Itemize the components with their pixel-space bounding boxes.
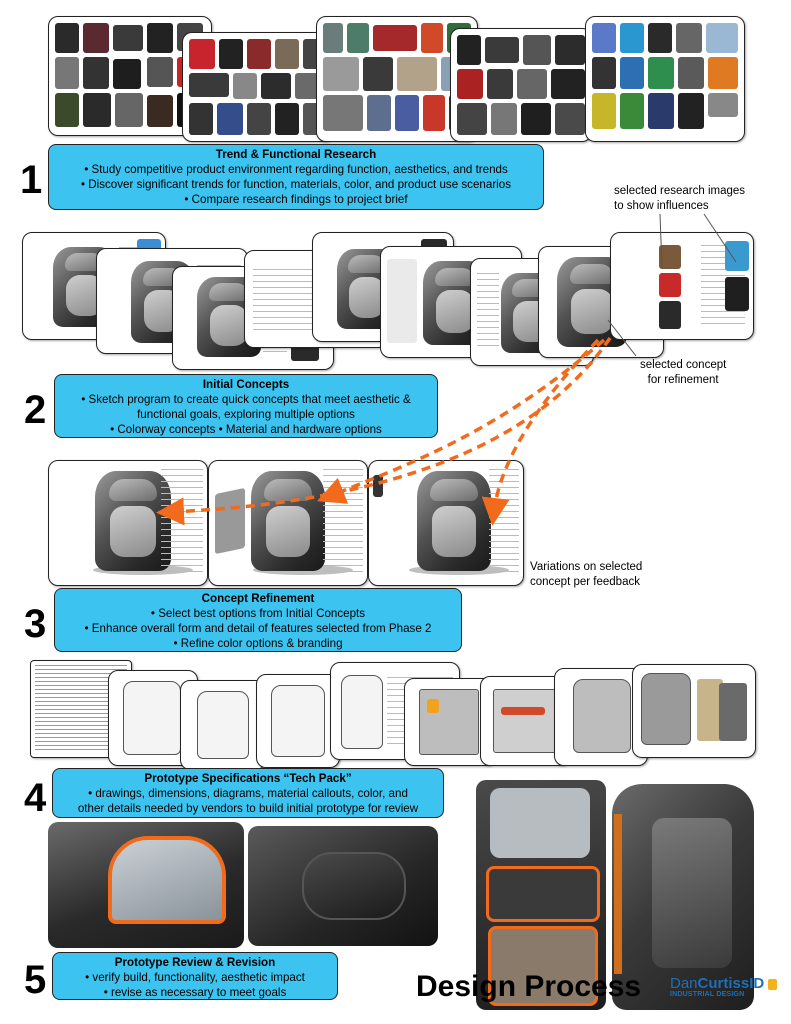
phase-5-title: Prototype Review & Revision	[114, 956, 276, 969]
research-collage-card-4	[450, 28, 592, 142]
techpack-card-3	[180, 680, 266, 770]
phase-4-title: Prototype Specifications “Tech Pack”	[144, 772, 352, 785]
phase-2-title: Initial Concepts	[202, 378, 290, 391]
research-collage-card-5	[585, 16, 745, 142]
phase-3-line-1: • Select best options from Initial Conce…	[150, 607, 366, 620]
phase-1-box: Trend & Functional Research • Study comp…	[48, 144, 544, 210]
prototype-photo-open-compartments	[476, 780, 606, 1010]
phase-5-line-1: • verify build, functionality, aesthetic…	[85, 971, 305, 984]
phase-5-box: Prototype Review & Revision • verify bui…	[52, 952, 338, 1000]
phase-3-number: 3	[24, 602, 47, 646]
phase-4-box: Prototype Specifications “Tech Pack” • d…	[52, 768, 444, 818]
phase-2-line-2: functional goals, exploring multiple opt…	[137, 408, 355, 421]
brand-logo: DanCurtissID INDUSTRIAL DESIGN	[670, 975, 778, 998]
lock-icon	[768, 978, 778, 990]
phase-2-number: 2	[24, 388, 47, 432]
phase-3-line-2: • Enhance overall form and detail of fea…	[84, 622, 432, 635]
phase-1-number: 1	[20, 158, 43, 202]
note-variations: Variations on selected concept per feedb…	[530, 561, 643, 588]
techpack-card-9	[632, 664, 756, 758]
brand-subtitle: INDUSTRIAL DESIGN	[670, 991, 745, 998]
research-collage-card-2	[182, 32, 334, 142]
phase-3-title: Concept Refinement	[201, 592, 315, 605]
note-selected-concept: selected concept for refinement	[640, 359, 727, 386]
phase-2-line-3: • Colorway concepts • Material and hardw…	[110, 423, 382, 436]
refinement-card-2	[208, 460, 368, 586]
prototype-photo-open-pocket	[48, 822, 244, 948]
brand-name-part1: Dan	[670, 975, 698, 992]
techpack-card-4	[256, 674, 340, 768]
phase-4-line-2: other details needed by vendors to build…	[77, 802, 419, 815]
phase-1-line-3: • Compare research findings to project b…	[184, 193, 408, 206]
concept-sketch-card-9	[610, 232, 754, 340]
phase-5-number: 5	[24, 958, 47, 1002]
refinement-card-1	[48, 460, 208, 586]
phase-3-line-3: • Refine color options & branding	[173, 637, 343, 650]
brand-name-part2: CurtissID	[697, 975, 765, 992]
phase-2-box: Initial Concepts • Sketch program to cre…	[54, 374, 438, 438]
phase-4-line-1: • drawings, dimensions, diagrams, materi…	[88, 787, 408, 800]
phase-5-line-2: • revise as necessary to meet goals	[103, 986, 287, 999]
prototype-photo-finished-backpack	[612, 784, 754, 1010]
note-research-images: selected research images to show influen…	[614, 185, 746, 212]
phase-3-box: Concept Refinement • Select best options…	[54, 588, 462, 652]
phase-1-line-2: • Discover significant trends for functi…	[80, 178, 511, 191]
phase-1-line-1: • Study competitive product environment …	[84, 163, 508, 176]
phase-4-number: 4	[24, 776, 47, 820]
phase-2-line-1: • Sketch program to create quick concept…	[81, 393, 411, 406]
page-title: Design Process	[416, 970, 642, 1003]
phase-1-title: Trend & Functional Research	[215, 148, 377, 161]
prototype-photo-front-pocket	[248, 826, 438, 946]
refinement-card-3	[368, 460, 524, 586]
